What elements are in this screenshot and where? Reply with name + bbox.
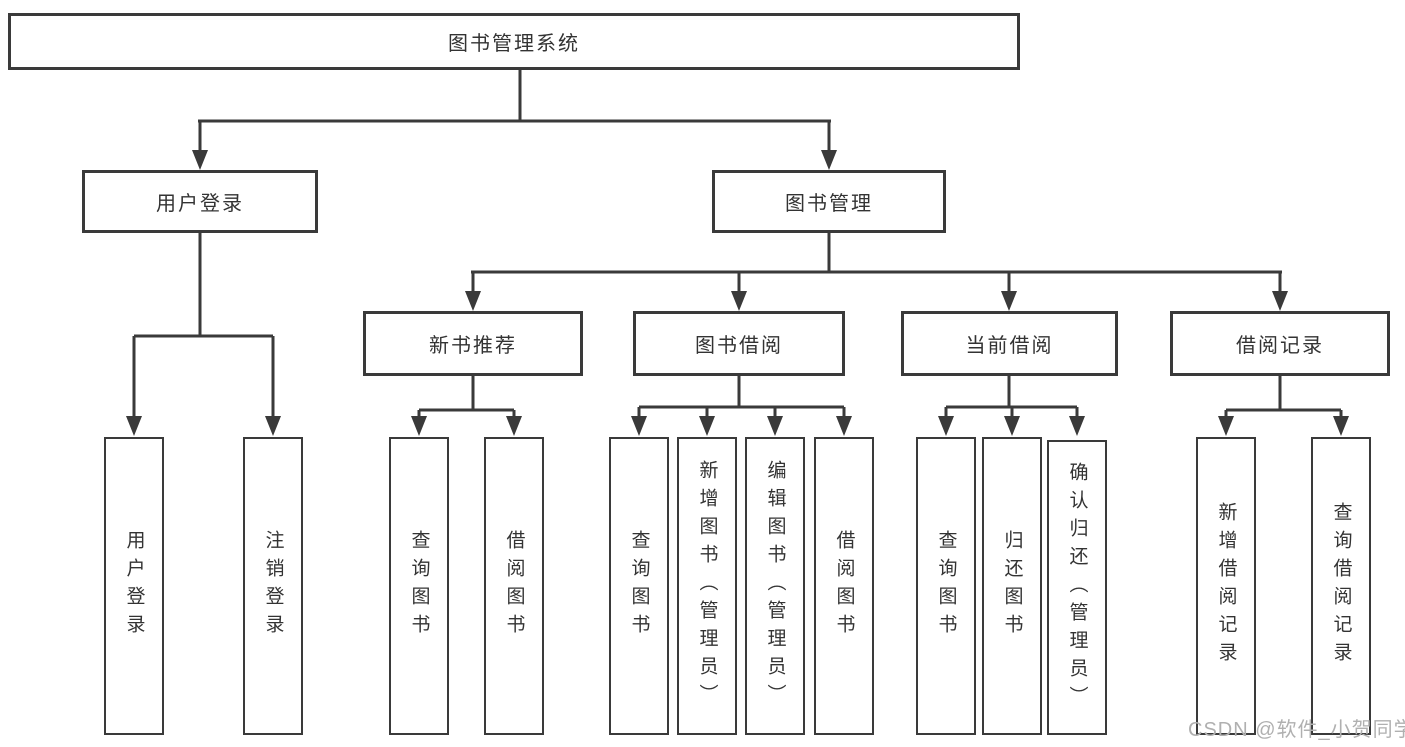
node-library-management-system: 图书管理系统 [8, 13, 1020, 70]
node-borrow-records: 借阅记录 [1170, 311, 1390, 376]
arrowheads [126, 150, 1349, 436]
leaf-label: 归还图书 [1001, 530, 1023, 642]
leaf-label: 查询图书 [408, 530, 430, 642]
leaf-label: 查询借阅记录 [1330, 502, 1352, 670]
leaf-label: 注销登录 [262, 530, 284, 642]
leaf-user-login: 用户登录 [104, 437, 164, 735]
node-book-borrow: 图书借阅 [633, 311, 845, 376]
leaf-recommend-borrow-books: 借阅图书 [484, 437, 544, 735]
leaf-borrow-query-books: 查询图书 [609, 437, 669, 735]
leaf-recommend-query-books: 查询图书 [389, 437, 449, 735]
leaf-label: 编辑图书（管理员） [764, 460, 786, 712]
node-user-login: 用户登录 [82, 170, 318, 233]
leaf-label: 借阅图书 [833, 530, 855, 642]
leaf-add-borrow-record: 新增借阅记录 [1196, 437, 1256, 735]
leaf-return-books: 归还图书 [982, 437, 1042, 735]
leaf-logout: 注销登录 [243, 437, 303, 735]
leaf-current-query-books: 查询图书 [916, 437, 976, 735]
node-book-management: 图书管理 [712, 170, 946, 233]
leaf-query-borrow-record: 查询借阅记录 [1311, 437, 1371, 735]
csdn-watermark: CSDN @软件_小贺同学 [1188, 719, 1405, 741]
leaf-confirm-return-admin: 确认归还（管理员） [1047, 440, 1107, 735]
leaf-label: 查询图书 [935, 530, 957, 642]
leaf-label: 查询图书 [628, 530, 650, 642]
leaf-label: 新增图书（管理员） [696, 460, 718, 712]
leaf-label: 新增借阅记录 [1215, 502, 1237, 670]
leaf-label: 用户登录 [123, 530, 145, 642]
leaf-add-books-admin: 新增图书（管理员） [677, 437, 737, 735]
leaf-label: 借阅图书 [503, 530, 525, 642]
leaf-edit-books-admin: 编辑图书（管理员） [745, 437, 805, 735]
node-current-borrow: 当前借阅 [901, 311, 1118, 376]
leaf-label: 确认归还（管理员） [1066, 461, 1088, 714]
leaf-borrow-books: 借阅图书 [814, 437, 874, 735]
node-new-book-recommend: 新书推荐 [363, 311, 583, 376]
